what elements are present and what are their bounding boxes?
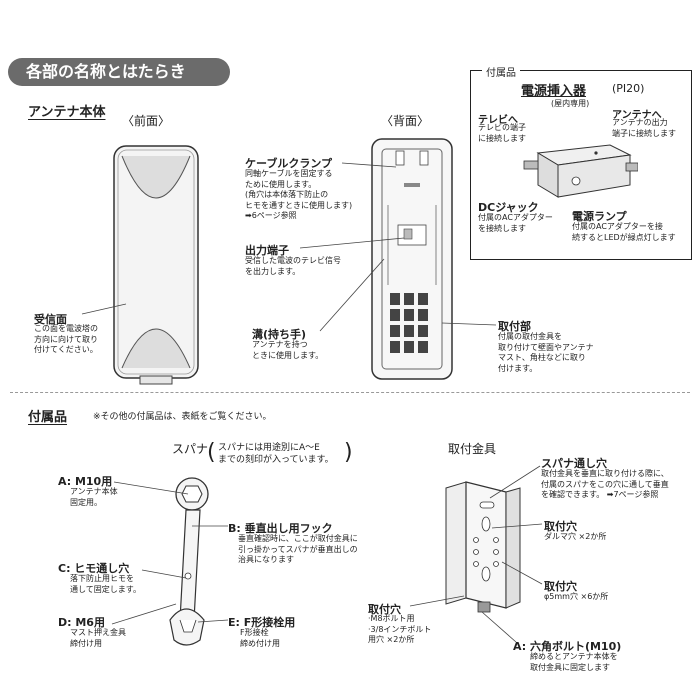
spanner-e-desc-line: 締め付け用 bbox=[240, 638, 280, 648]
mounting-hole-2-label: 取付穴 bbox=[544, 580, 577, 593]
mounting-hole-3-label: 取付穴 bbox=[368, 603, 401, 616]
spanner-note-line: スパナには用途別にA〜E bbox=[218, 443, 320, 453]
spanner-note-line: までの刻印が入っています。 bbox=[218, 455, 334, 465]
mounting-hole-1-label: 取付穴 bbox=[544, 520, 577, 533]
cable-clamp-label: ケーブルクランプ bbox=[245, 157, 333, 170]
mount-desc-line: 付けます。 bbox=[498, 363, 538, 373]
mounting-hole-3-desc-line: 用穴 ×2か所 bbox=[368, 635, 415, 644]
spanner-hole-desc-line: 取付金具を垂直に取り付ける際に、 bbox=[541, 469, 669, 478]
hex-bolt-desc-line: 締めるとアンテナ本体を bbox=[530, 652, 618, 661]
mounting-hole-1-desc: ダルマ穴 ×2か所 bbox=[544, 532, 607, 541]
injector-box bbox=[470, 70, 692, 260]
receiver-desc-line: この面を電波塔の bbox=[34, 324, 98, 333]
spanner-title: スパナ bbox=[172, 442, 209, 456]
power-lamp-desc-line: 付属のACアダプターを接 bbox=[572, 222, 663, 231]
output-desc-line: 受信した電波のテレビ信号 bbox=[245, 256, 341, 265]
injector-box-title: 付属品 bbox=[482, 64, 520, 79]
antenna-front-image bbox=[113, 145, 199, 385]
spanner-image bbox=[169, 477, 209, 646]
spanner-b-desc-line: 治具になります bbox=[238, 555, 294, 564]
to-tv-desc-line: に接続します bbox=[478, 133, 526, 143]
spanner-d-desc-line: 締付け用 bbox=[70, 638, 102, 648]
receiver-face-label: 受信面 bbox=[34, 313, 67, 326]
spanner-b-label: B: 垂直出し用フック bbox=[228, 522, 333, 535]
clamp-desc-line: ために使用します。 bbox=[245, 179, 317, 189]
groove-desc-line: アンテナを持つ bbox=[252, 340, 308, 349]
receiver-desc-line: 付けてください。 bbox=[34, 345, 98, 354]
paren-open: ( bbox=[207, 440, 216, 465]
spanner-hole-label: スパナ通し穴 bbox=[541, 457, 607, 470]
page-title: 各部の名称とはたらき bbox=[8, 58, 230, 86]
spanner-c-label: C: ヒモ通し穴 bbox=[58, 562, 130, 575]
injector-indoor: (屋内専用) bbox=[551, 99, 590, 108]
spanner-e-label: E: F形接栓用 bbox=[228, 616, 296, 629]
power-injector-image bbox=[523, 144, 638, 198]
spanner-e-desc-line: F形接栓 bbox=[240, 628, 269, 637]
spanner-hole-desc-line: を確認できます。 ➡7ページ参照 bbox=[541, 490, 659, 499]
accessories-section-title: 付属品 bbox=[28, 410, 68, 425]
to-antenna-label: アンテナへ bbox=[612, 110, 662, 121]
bracket-image bbox=[445, 481, 521, 613]
spanner-d-label: D: M6用 bbox=[58, 616, 105, 629]
dc-jack-desc-line: を接続します bbox=[478, 223, 526, 233]
power-lamp-desc-line: 続するとLEDが緑点灯します bbox=[572, 232, 676, 242]
spanner-c-desc-line: 落下防止用ヒモを bbox=[70, 574, 134, 583]
output-terminal-label: 出力端子 bbox=[245, 244, 289, 257]
mounting-hole-3-desc-line: ·3/8インチボルト bbox=[368, 624, 432, 634]
groove-desc-line: ときに使用します。 bbox=[252, 350, 324, 360]
hex-bolt-desc-line: 取付金具に固定します bbox=[530, 662, 610, 672]
spanner-hole-desc-line: 付属のスパナをこの穴に通して垂直 bbox=[541, 479, 669, 489]
to-antenna-desc-line: アンテナの出力 bbox=[612, 118, 668, 127]
clamp-desc-line: ヒモを通すときに使用します) bbox=[245, 200, 353, 210]
mount-desc-line: マスト、角柱などに取り bbox=[498, 353, 586, 362]
spanner-b-desc-line: 垂直確認時に、ここが取付金具に bbox=[238, 534, 358, 543]
output-desc-line: を出力します。 bbox=[245, 266, 301, 276]
spanner-a-desc-line: アンテナ本体 bbox=[70, 487, 118, 496]
back-view-label: 〈背面〉 bbox=[381, 114, 430, 128]
spanner-d-desc-line: マスト押え金具 bbox=[70, 628, 126, 637]
receiver-desc-line: 方向に向けて取り bbox=[34, 334, 98, 344]
antenna-back-image bbox=[371, 138, 453, 380]
dc-jack-desc-line: 付属のACアダプター bbox=[478, 213, 553, 222]
injector-name: 電源挿入器 bbox=[521, 84, 587, 99]
to-tv-desc-line: テレビの端子 bbox=[478, 123, 526, 132]
to-antenna-desc-line: 端子に接続します bbox=[612, 128, 676, 138]
mount-desc-line: 取り付けて壁面やアンテナ bbox=[498, 342, 594, 352]
spanner-b-desc-line: 引っ掛かってスパナが垂直出しの bbox=[238, 544, 358, 554]
clamp-desc-line: 同軸ケーブルを固定する bbox=[245, 169, 333, 178]
front-view-label: 〈前面〉 bbox=[122, 114, 171, 128]
groove-label: 溝(持ち手) bbox=[252, 328, 307, 341]
bracket-title: 取付金具 bbox=[448, 442, 497, 456]
mount-desc-line: 付属の取付金具を bbox=[498, 332, 562, 341]
clamp-desc-line: ➡6ページ参照 bbox=[245, 211, 297, 220]
mounting-hole-2-desc: φ5mm穴 ×6か所 bbox=[544, 592, 609, 601]
mounting-part-label: 取付部 bbox=[498, 320, 531, 333]
clamp-desc-line: (角穴は本体落下防止の bbox=[245, 190, 329, 199]
spanner-a-label: A: M10用 bbox=[58, 475, 113, 488]
accessories-note: ※その他の付属品は、表紙をご覧ください。 bbox=[93, 412, 272, 422]
dc-jack-label: DCジャック bbox=[478, 201, 539, 214]
mounting-hole-3-desc-line: ·M8ボルト用 bbox=[368, 614, 415, 623]
section-divider bbox=[10, 392, 690, 393]
antenna-section-title: アンテナ本体 bbox=[28, 105, 106, 120]
spanner-c-desc-line: 通して固定します。 bbox=[70, 584, 141, 594]
to-tv-label: テレビへ bbox=[478, 115, 518, 126]
hex-bolt-label: A: 六角ボルト(M10) bbox=[513, 640, 622, 653]
injector-model: (PI20) bbox=[612, 82, 645, 95]
power-lamp-label: 電源ランプ bbox=[572, 210, 627, 223]
spanner-a-desc-line: 固定用。 bbox=[70, 497, 102, 507]
paren-close: ) bbox=[344, 440, 353, 465]
